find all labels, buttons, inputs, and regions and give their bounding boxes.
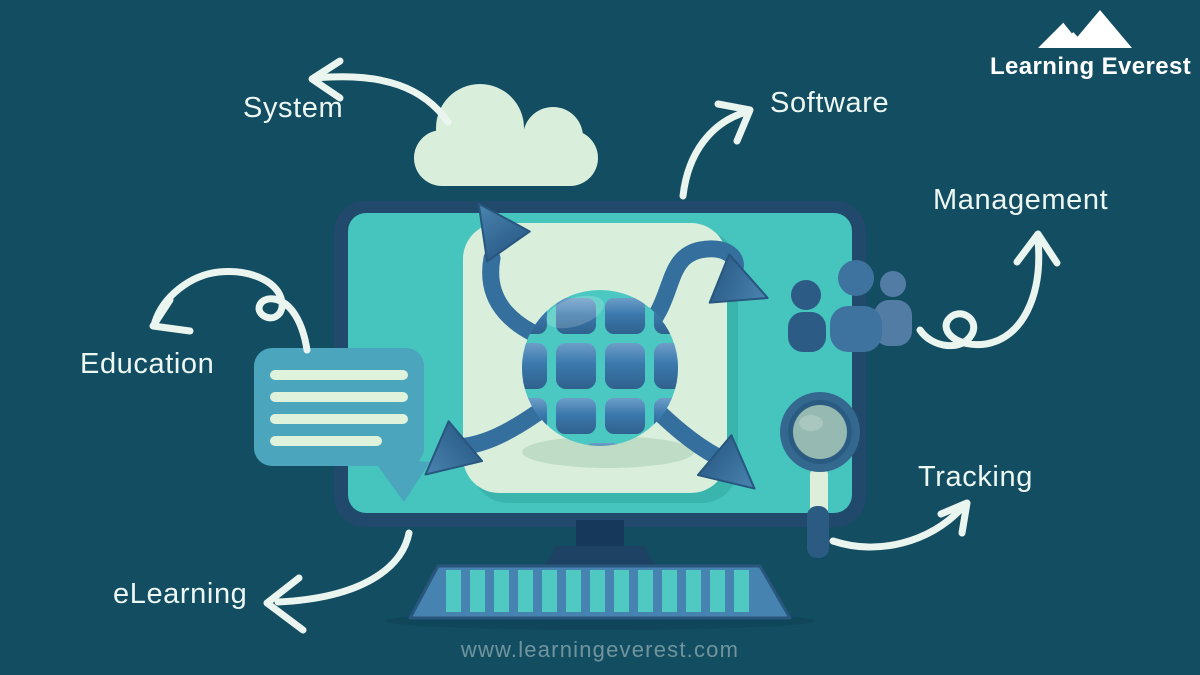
- user-group-icon: [788, 260, 912, 352]
- magnifier-icon: [780, 392, 860, 558]
- label-management: Management: [933, 184, 1109, 216]
- brand-name: Learning Everest: [990, 53, 1192, 80]
- keyboard-icon: [408, 564, 792, 620]
- label-software: Software: [770, 87, 890, 119]
- speech-bubble-icon: [254, 348, 430, 502]
- mountain-icon: [1038, 10, 1132, 48]
- website-url: www.learningeverest.com: [460, 637, 740, 662]
- label-education: Education: [80, 348, 215, 380]
- cloud-icon: [414, 84, 598, 186]
- label-system: System: [243, 92, 344, 124]
- monitor-stand: [544, 520, 656, 567]
- label-elearning: eLearning: [113, 578, 248, 610]
- label-tracking: Tracking: [918, 461, 1033, 493]
- brand-logo: Learning Everest: [990, 8, 1192, 81]
